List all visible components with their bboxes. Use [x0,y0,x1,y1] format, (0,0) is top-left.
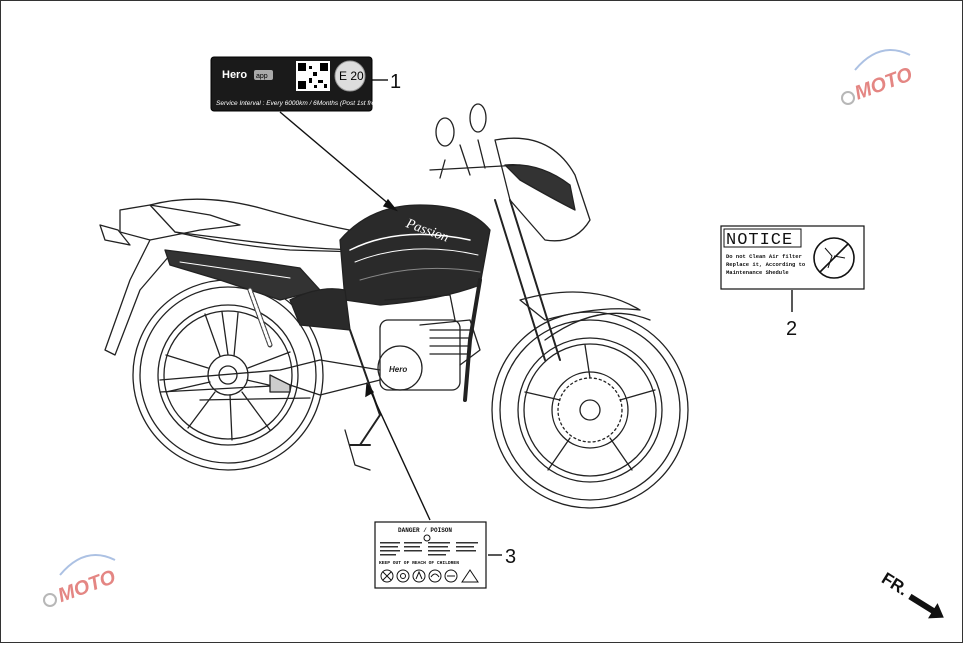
svg-text:MOTO: MOTO [55,566,119,607]
part-1-hero-app-sticker: Hero app E 20 Service Interval : Every 6… [210,56,404,112]
qr-code [296,61,330,91]
engine: Hero [377,294,481,391]
danger-footer: KEEP OUT OF REACH OF CHILDREN [379,560,459,566]
hero-brand-text: Hero [222,69,247,81]
watermark-bottom-left: MOTO [43,554,119,607]
notice-line-2: Replace it, According to [726,261,806,268]
engine-logo: Hero [389,365,407,374]
notice-title: NOTICE [726,231,793,250]
callout-3: 3 [505,546,516,568]
notice-line-1: Do not Clean Air filter [726,253,802,260]
fr-label: FR. [878,569,911,600]
danger-text-blocks [380,542,478,556]
motorcycle-illustration: Passion Hero [99,103,689,509]
notice-line-3: Maintenance Shedule [726,269,789,276]
hazard-icons [380,569,479,583]
service-interval-text: Service Interval : Every 6000km / 6Month… [216,100,404,107]
callout-2: 2 [786,318,797,340]
no-compressed-air-icon [813,237,855,279]
e20-badge: E 20 [339,69,364,83]
svg-text:MOTO: MOTO [852,63,916,104]
leader-lines [279,79,793,556]
danger-title: DANGER / POISON [398,527,452,534]
part-2-notice-label: NOTICE Do not Clean Air filter Replace i… [720,225,865,290]
part-3-danger-poison-label: DANGER / POISON KEEP OUT OF REACH OF CHI… [374,521,487,589]
front-direction-arrow: FR. [878,569,944,619]
front-wheel [491,311,689,509]
app-text: app [256,73,268,80]
callout-1: 1 [390,71,401,93]
watermark-top-right: MOTO [841,49,916,105]
